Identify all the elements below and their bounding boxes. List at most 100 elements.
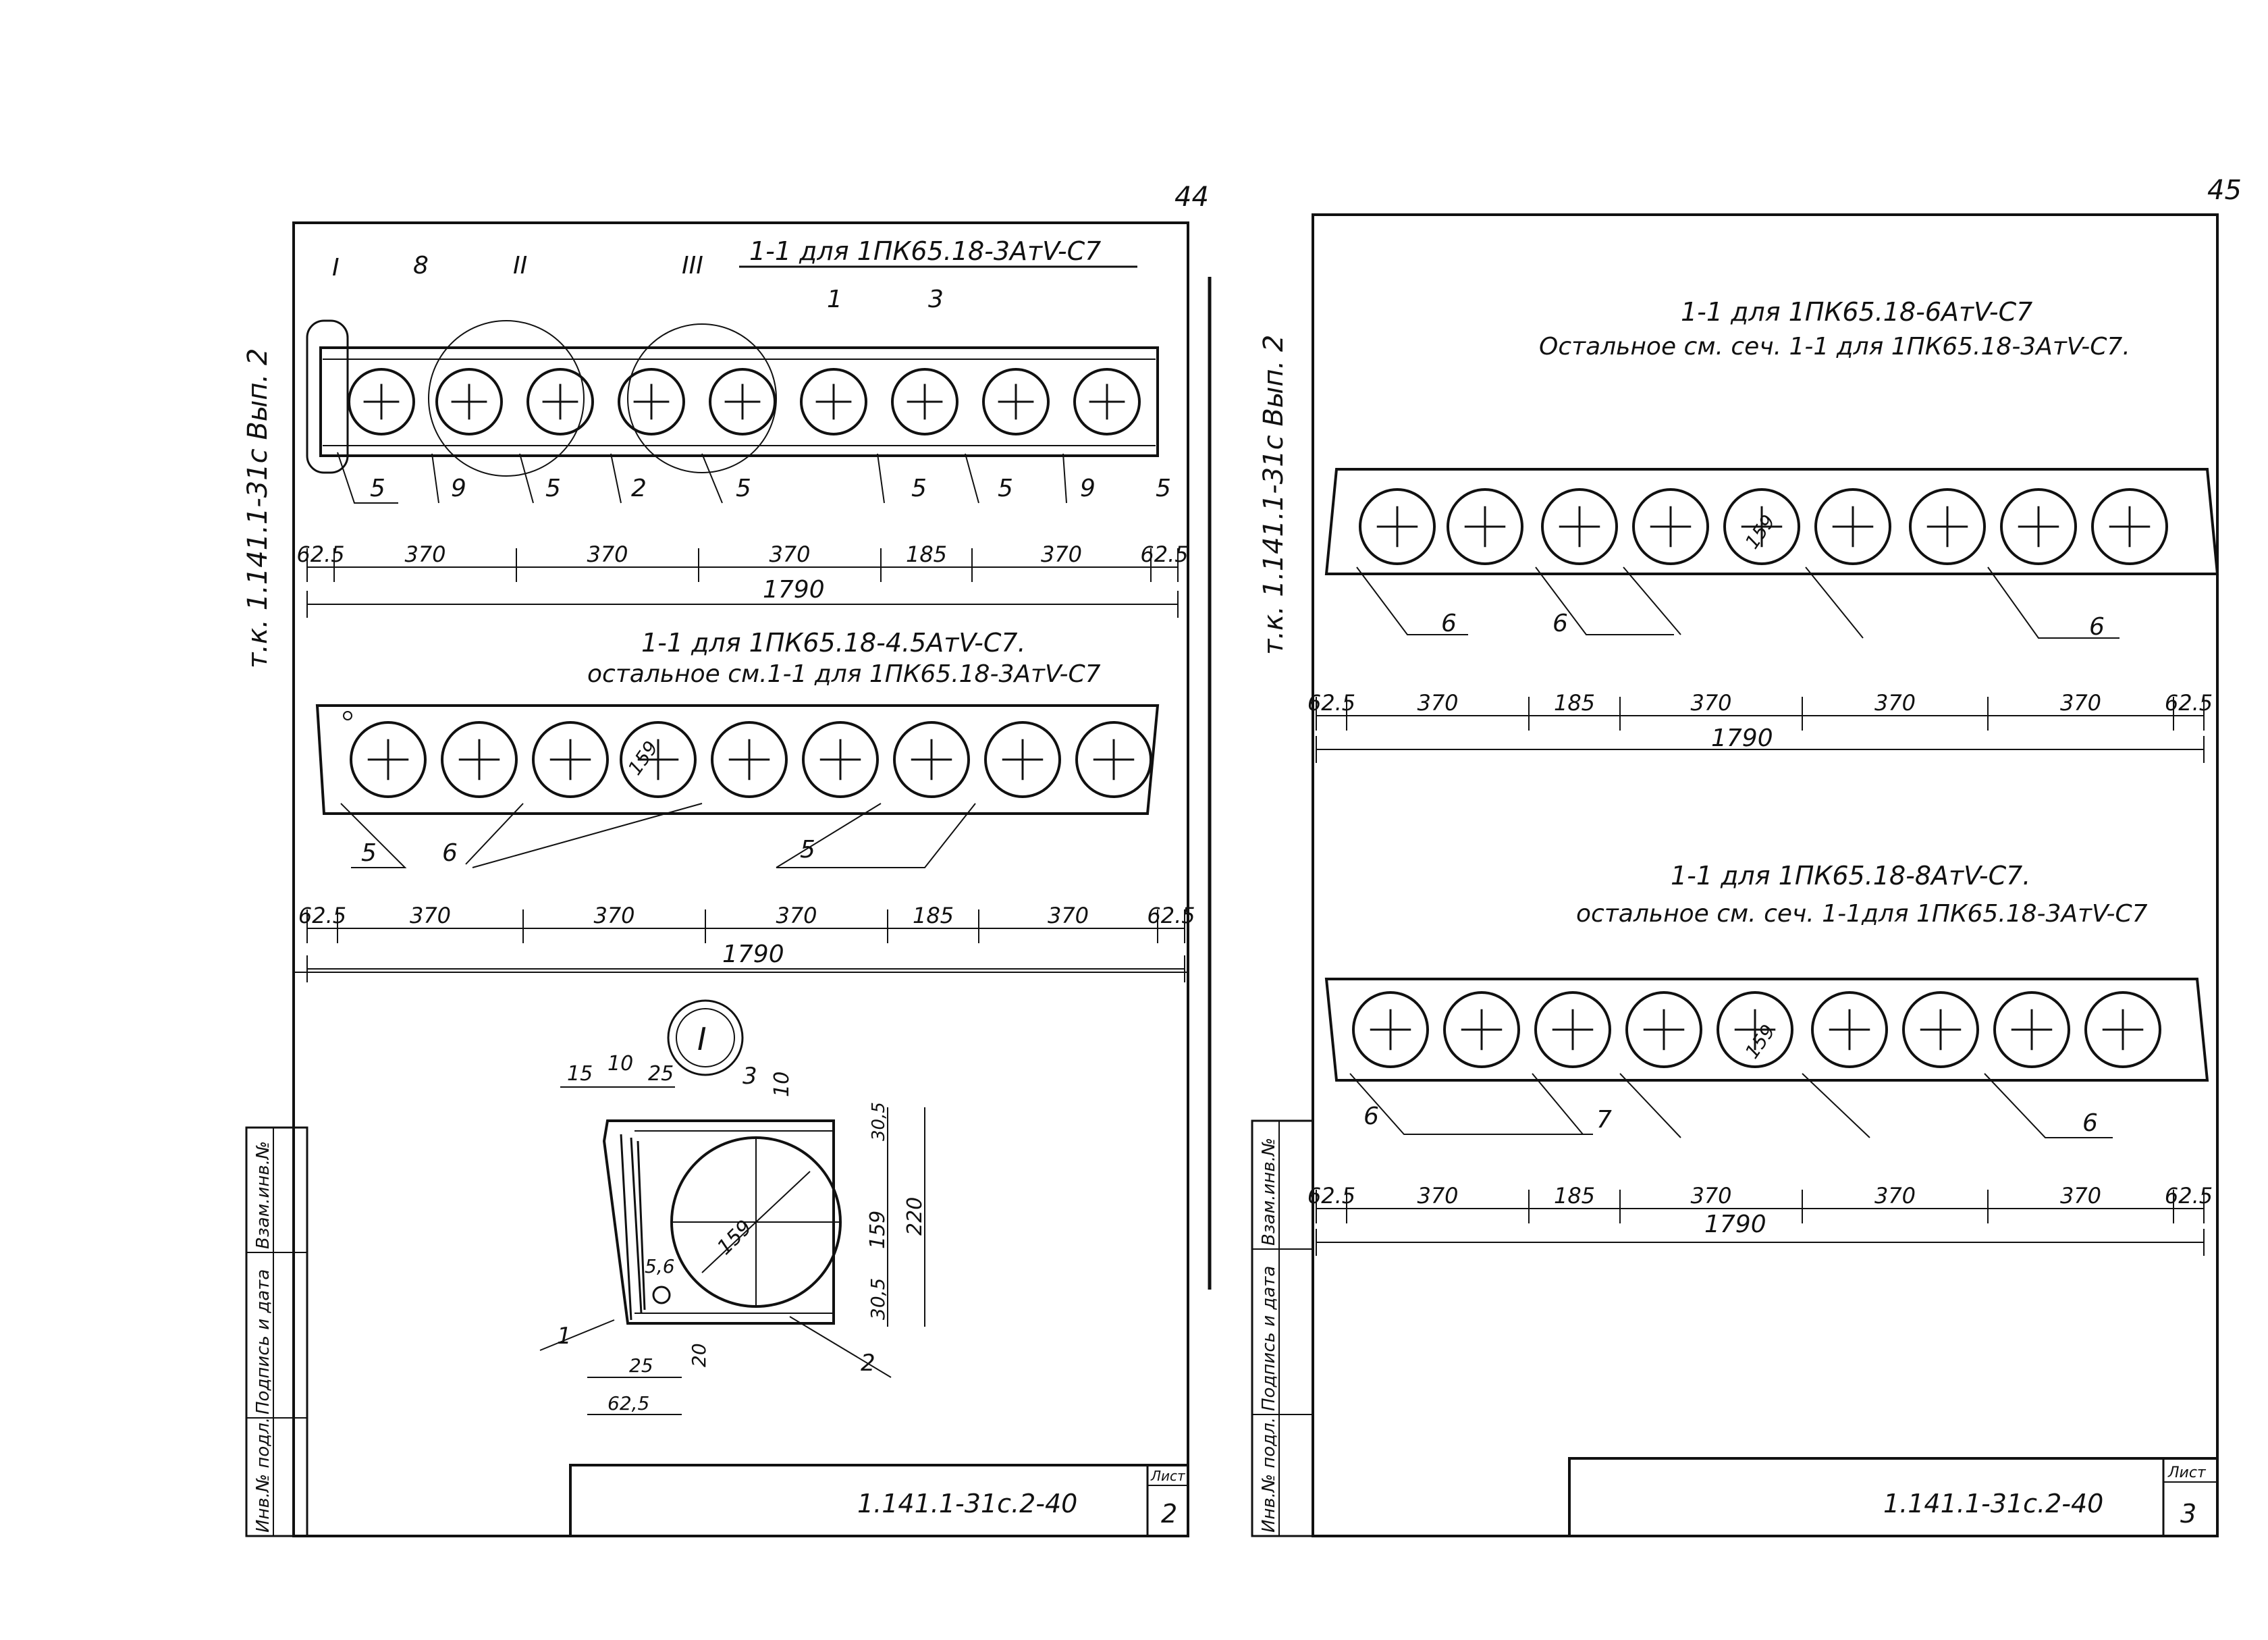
- detail-dim-bottom-side: 20: [688, 1343, 710, 1367]
- right-section1-cores: [1359, 488, 2168, 565]
- callout-5b: 5: [545, 475, 561, 502]
- left-section1-core-4: [618, 368, 685, 435]
- right-stamp-sheet-no: 3: [2180, 1499, 2196, 1529]
- left-section1-dim-label-6: 370: [1041, 541, 1082, 567]
- right-section2-core-2: [1443, 991, 1520, 1068]
- right-section2-total: 1790: [1704, 1211, 1766, 1238]
- right-section1-dim-label-3: 185: [1554, 690, 1595, 716]
- left-section2-core-5: [711, 721, 788, 798]
- right-section1-dim-label-5: 370: [1874, 690, 1916, 716]
- left-section2-dim-label-2: 370: [410, 903, 451, 928]
- detail-dim-height: 220: [903, 1197, 927, 1236]
- right-section2-core-6: [1811, 991, 1888, 1068]
- right-section2-callout-7: 7: [1596, 1106, 1612, 1134]
- right-section2-core-7: [1902, 991, 1979, 1068]
- right-section1-dim-label-4: 370: [1690, 690, 1731, 716]
- right-section2-dim-label-2: 370: [1417, 1183, 1458, 1209]
- right-section1-dim-label-7: 62.5: [2165, 690, 2213, 716]
- left-section2-core-6: [802, 721, 879, 798]
- left-section2-core-9: [1075, 721, 1152, 798]
- left-section2-core-7: [893, 721, 970, 798]
- left-section2-core-2: [441, 721, 518, 798]
- left-section2-dim-label-5: 185: [913, 903, 954, 928]
- left-section1-core-3: [526, 368, 594, 435]
- left-section2-dim-label-3: 370: [593, 903, 634, 928]
- left-section1-dim-label-3: 370: [587, 541, 628, 567]
- left-section2-total: 1790: [722, 941, 784, 968]
- left-section2-subtitle: остальное см.1-1 для 1ПК65.18-3АтV-С7: [587, 660, 1101, 688]
- right-stamp-sheet-label: Лист: [2167, 1464, 2207, 1481]
- right-section2-core-8: [1993, 991, 2070, 1068]
- left-section1-core-1: [348, 368, 415, 435]
- right-stamp-code: 1.141.1-31с.2-40: [1883, 1489, 2103, 1518]
- left-section1-core-5: [709, 368, 776, 435]
- right-section2-dim-label-3: 185: [1554, 1183, 1595, 1209]
- right-side-cell-2: Подпись и дата: [1259, 1266, 1279, 1411]
- callout-8: 8: [413, 252, 429, 280]
- left-section2-diameter: 159: [624, 737, 663, 779]
- page-number-right: 45: [2207, 175, 2242, 206]
- left-section1-callouts-bottom: 5 9 5 2 5 5 5 9 5: [337, 452, 1171, 504]
- right-section2-cores: [1352, 991, 2161, 1068]
- left-section2-callout-5a: 5: [361, 839, 377, 867]
- callout-I: I: [332, 254, 340, 282]
- detail-dim-r3: 30,5: [867, 1278, 889, 1320]
- right-section2-diameter: 159: [1741, 1020, 1780, 1063]
- left-section1-dim-label-4: 370: [769, 541, 810, 567]
- left-section2-dim-label-4: 370: [776, 903, 817, 928]
- left-section1-core-7: [891, 368, 959, 435]
- detail-dim-r2: 159: [866, 1211, 890, 1249]
- left-section1-dim-label-1: 62.5: [296, 541, 344, 567]
- left-section2-dim-label-6: 370: [1048, 903, 1089, 928]
- right-section2-core-9: [2084, 991, 2161, 1068]
- right-section1-diameter: 159: [1741, 510, 1780, 553]
- callout-II: II: [513, 252, 527, 280]
- detail-callout-10: 10: [770, 1072, 794, 1097]
- callout-9a: 9: [451, 475, 466, 502]
- right-section1-core-3: [1541, 488, 1618, 565]
- left-stamp-sheet-label: Лист: [1150, 1468, 1186, 1484]
- right-section1-core-7: [1909, 488, 1986, 565]
- right-section2-callout-6b: 6: [2082, 1109, 2098, 1137]
- right-section1-total: 1790: [1711, 724, 1773, 752]
- right-sheet: т.к. 1.141.1-31с Вып. 2 1-1 для 1ПК65.18…: [1251, 213, 2219, 1537]
- right-section1-core-4: [1632, 488, 1709, 565]
- right-section2-subtitle: остальное см. сеч. 1-1для 1ПК65.18-3АтV-…: [1576, 900, 2148, 928]
- left-section1-core-8: [982, 368, 1050, 435]
- left-section1-dim-label-7: 62.5: [1140, 541, 1188, 567]
- callout-9b: 9: [1080, 475, 1096, 502]
- callout-5e: 5: [998, 475, 1013, 502]
- left-sheet: т.к. 1.141.1-31с Вып. 2 1-1 для 1ПК65.18…: [242, 221, 1212, 1537]
- left-side-cell-2: Подпись и дата: [253, 1269, 273, 1414]
- left-stamp-code: 1.141.1-31с.2-40: [857, 1489, 1077, 1518]
- callout-5f: 5: [1156, 475, 1171, 502]
- left-section2-dim-label-1: 62.5: [298, 903, 346, 928]
- right-side-cell-1: Инв.№ подл.: [1259, 1417, 1279, 1533]
- right-section2-dim-label-7: 62.5: [2165, 1183, 2213, 1209]
- left-section2-title: 1-1 для 1ПК65.18-4.5АтV-С7.: [641, 628, 1026, 658]
- callout-III: III: [682, 252, 703, 280]
- left-section2-callout-6: 6: [442, 839, 458, 867]
- detail-callout-3: 3: [742, 1063, 757, 1090]
- right-section1-callout-6b: 6: [1552, 610, 1568, 637]
- left-section1-cores: [348, 368, 1141, 435]
- left-section1-total: 1790: [763, 576, 825, 604]
- right-section2-core-1: [1352, 991, 1429, 1068]
- left-section2-core-1: [350, 721, 427, 798]
- right-section1-core-1: [1359, 488, 1436, 565]
- left-section2-callout-5b: 5: [800, 836, 815, 864]
- right-section2-dim-label-6: 370: [2060, 1183, 2101, 1209]
- left-side-cell-3: Взам.инв.№: [253, 1141, 273, 1249]
- left-section1-core-6: [800, 368, 867, 435]
- detail-dim-25: 25: [648, 1062, 674, 1086]
- right-stamp: 1.141.1-31с.2-40 Лист 3 Инв.№ подл. Подп…: [1251, 1119, 2219, 1537]
- right-section2-core-3: [1534, 991, 1611, 1068]
- left-section1-dim-label-2: 370: [404, 541, 446, 567]
- right-section1-title: 1-1 для 1ПК65.18-6АтV-С7: [1681, 297, 2032, 327]
- right-section1-dim-label-2: 370: [1417, 690, 1458, 716]
- right-section1-callout-6a: 6: [1441, 610, 1457, 637]
